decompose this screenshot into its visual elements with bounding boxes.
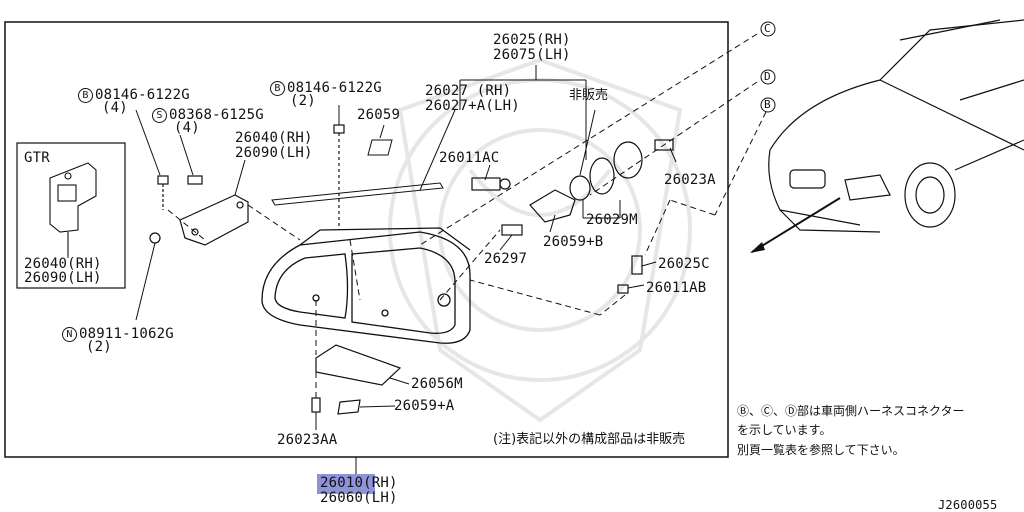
bolt-b2-qty: (2) bbox=[290, 93, 316, 109]
part-26029m: 26029M bbox=[586, 212, 638, 228]
gtr-part-26090-lh: 26090(LH) bbox=[24, 270, 102, 286]
label-26059-drawing bbox=[367, 139, 393, 156]
leader-lines bbox=[67, 65, 677, 430]
bolt-b-letter: B bbox=[78, 88, 93, 103]
plate-26056m-drawing bbox=[315, 344, 402, 415]
harness-note-line-2: を示しています。 bbox=[737, 423, 832, 437]
nut-n-qty: (2) bbox=[86, 339, 112, 355]
diagram-reference-code: J2600055 bbox=[938, 498, 998, 512]
part-26011ac: 26011AC bbox=[439, 150, 500, 166]
connector-d-label: D bbox=[764, 70, 771, 83]
part-26090-lh: 26090(LH) bbox=[235, 145, 313, 161]
part-26297: 26297 bbox=[484, 251, 528, 267]
bracket-26040-drawing bbox=[179, 194, 249, 246]
diagram-frame bbox=[4, 21, 729, 458]
connector-c-label: C bbox=[764, 22, 771, 35]
part-26027a-lh: 26027+A(LH) bbox=[425, 98, 520, 114]
car-illustration bbox=[768, 19, 1024, 233]
part-26059: 26059 bbox=[357, 107, 401, 123]
bolt-b2-number: 08146-6122G bbox=[287, 80, 382, 96]
note-not-sold-components: (注)表記以外の構成部品は非販売 bbox=[493, 432, 686, 447]
watermark-emblem bbox=[388, 57, 692, 423]
part-26059b: 26059+B bbox=[543, 234, 604, 250]
gtr-label: GTR bbox=[24, 150, 50, 166]
bolt-b-number: 08146-6122G bbox=[95, 87, 190, 103]
gtr-bracket-drawing bbox=[49, 162, 97, 255]
part-26011ab: 26011AB bbox=[646, 280, 707, 296]
harness-note-line-1: Ⓑ、Ⓒ、Ⓓ部は車両側ハーネスコネクター bbox=[737, 404, 965, 418]
screw-s-letter: S bbox=[152, 108, 167, 123]
screw-s-qty: (4) bbox=[174, 120, 200, 136]
connector-b-marker bbox=[760, 97, 776, 113]
part-26040-rh: 26040(RH) bbox=[235, 130, 313, 146]
connector-b-label: B bbox=[764, 98, 771, 111]
part-26027-rh: 26027 (RH) bbox=[425, 83, 512, 99]
part-26010-rh[interactable]: 26010(RH) bbox=[320, 475, 398, 491]
not-sold-label: 非販売 bbox=[569, 88, 609, 103]
view-arrow bbox=[751, 197, 841, 253]
gtr-inset-box bbox=[16, 142, 126, 289]
screw-s-number: 08368-6125G bbox=[169, 107, 264, 123]
part-26025-rh: 26025(RH) bbox=[493, 32, 571, 48]
view-arrow-head bbox=[750, 242, 765, 253]
headlamp-assembly-drawing bbox=[261, 227, 471, 344]
nut-n-number: 08911-1062G bbox=[79, 326, 174, 342]
part-26056m: 26056M bbox=[411, 376, 463, 392]
connector-d-marker bbox=[760, 69, 776, 85]
bolt-b-qty: (4) bbox=[102, 100, 128, 116]
harness-note-line-3: 別頁一覧表を参照して下さい。 bbox=[737, 443, 905, 457]
dashed-connector-lines bbox=[167, 33, 767, 398]
nut-n-letter: N bbox=[62, 327, 77, 342]
adjuster-rod-drawing bbox=[271, 182, 444, 206]
gtr-part-26040-rh: 26040(RH) bbox=[24, 256, 102, 272]
connector-c-marker bbox=[760, 21, 776, 37]
part-26059a: 26059+A bbox=[394, 398, 455, 414]
part-26025c: 26025C bbox=[658, 256, 710, 272]
screw-drawings bbox=[149, 124, 345, 413]
part-26075-lh: 26075(LH) bbox=[493, 47, 571, 63]
bolt-b2-letter: B bbox=[270, 81, 285, 96]
bulb-socket-drawings bbox=[471, 139, 674, 294]
part-26060-lh[interactable]: 26060(LH) bbox=[320, 490, 398, 506]
part-26023a: 26023A bbox=[664, 172, 716, 188]
part-26023aa: 26023AA bbox=[277, 432, 338, 448]
part-26010-highlight bbox=[317, 474, 375, 494]
